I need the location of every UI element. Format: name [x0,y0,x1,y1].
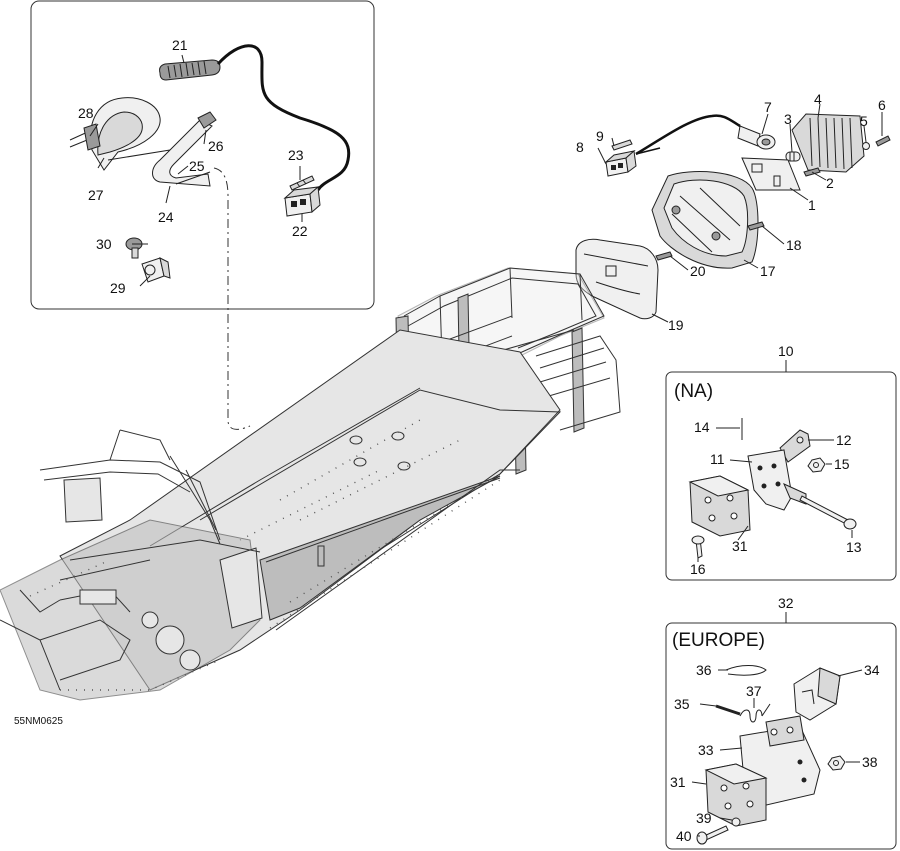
part-bracket-34 [793,667,841,721]
label-36: 36 [696,662,712,678]
taillight-assembly: 4 6 7 3 5 9 8 2 1 18 20 17 19 [575,91,891,333]
part-connector-8 [604,150,637,177]
part-reflector-19 [575,238,659,320]
label-15: 15 [834,456,850,472]
label-21: 21 [172,37,188,53]
part-socket-7 [737,125,776,150]
part-grip-heater [159,59,221,81]
part-screw-20 [655,251,673,261]
label-24: 24 [158,209,174,225]
part-heater-wire [216,44,351,191]
label-23: 23 [288,147,304,163]
label-35: 35 [674,696,690,712]
label-3: 3 [784,111,792,127]
part-taillight-wire [635,114,741,156]
label-32: 32 [778,595,794,611]
part-spring-37 [739,703,771,723]
na-bracket-box: 10 (NA) [665,343,897,581]
label-40: 40 [676,828,692,844]
part-pad-31-na [688,475,751,537]
label-13: 13 [846,539,862,555]
label-30: 30 [96,236,112,252]
label-38: 38 [862,754,878,770]
label-20: 20 [690,263,706,279]
handlebar-inset: 21 28 26 25 27 24 23 22 30 29 [30,0,375,310]
part-clip-36 [725,665,767,676]
chassis-and-rack [0,267,621,701]
label-26: 26 [208,138,224,154]
europe-box-title: (EUROPE) [672,630,765,651]
part-screw-6 [875,135,891,147]
part-bolt-13 [799,495,857,530]
part-pin-35 [715,704,741,716]
label-17: 17 [760,263,776,279]
part-nut-15 [807,457,826,473]
label-4: 4 [814,91,822,107]
label-8: 8 [576,139,584,155]
inset-link-line [213,167,251,430]
na-box-frame [665,371,897,581]
label-2: 2 [826,175,834,191]
part-pad-31-eu [704,763,768,827]
part-front-frame [0,429,263,701]
label-11: 11 [710,451,725,467]
part-terminal-23 [289,175,315,191]
label-22: 22 [292,223,308,239]
part-cap-30 [125,237,143,259]
part-bolt-40 [696,825,729,845]
part-hand-guard [69,97,161,171]
label-25: 25 [189,158,205,174]
label-31-na: 31 [732,538,748,554]
label-16: 16 [690,561,706,577]
part-clip-29 [141,257,171,283]
part-bulb-3 [785,151,801,162]
part-bracket-11 [747,449,807,511]
part-handlebar-tube [107,111,217,187]
label-19: 19 [668,317,684,333]
label-6: 6 [878,97,886,113]
part-bolt-16 [691,535,705,559]
part-base-17 [651,171,759,269]
label-29: 29 [110,280,126,296]
part-lens-4 [791,113,865,173]
label-12: 12 [836,432,852,448]
label-27: 27 [88,187,104,203]
label-39: 39 [696,810,712,826]
part-washer-5 [862,142,870,150]
europe-bracket-box: 32 (EUROPE) [665,595,897,850]
europe-box-frame [665,622,897,850]
part-terminal-9 [611,139,633,151]
part-connector-22 [283,185,321,217]
label-1: 1 [808,197,816,213]
handlebar-inset-frame [30,0,375,310]
part-screw-18 [747,221,765,231]
label-34: 34 [864,662,880,678]
na-box-title: (NA) [674,381,713,402]
label-10: 10 [778,343,794,359]
label-7: 7 [764,99,772,115]
label-37: 37 [746,683,762,699]
part-bolt-25 [175,171,211,185]
drawing-code: 55NM0625 [14,716,63,727]
label-33: 33 [698,742,714,758]
label-28: 28 [78,105,94,121]
label-18: 18 [786,237,802,253]
label-5: 5 [860,113,868,129]
label-9: 9 [596,128,604,144]
part-nut-38 [827,755,846,771]
part-washer-39 [731,817,741,827]
label-14: 14 [694,419,710,435]
part-housing-1 [741,157,801,191]
label-31-eu: 31 [670,774,686,790]
